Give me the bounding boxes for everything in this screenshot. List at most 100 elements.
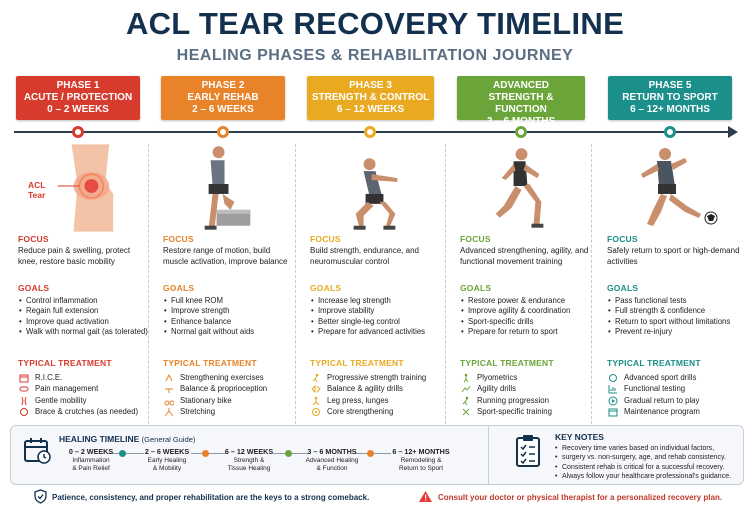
healing-step: 3 – 6 MONTHS Advanced Healing & Function xyxy=(298,447,366,474)
goal-item: Improve quad activation xyxy=(18,317,148,328)
goal-item: Restore power & endurance xyxy=(460,296,591,307)
treatment-heading: TYPICAL TREATMENT xyxy=(310,358,404,368)
treatment-item: Plyometrics xyxy=(460,372,591,383)
timeline-arrow-icon xyxy=(728,126,738,138)
phase-name: ADVANCED STRENGTH & FUNCTION xyxy=(488,80,554,115)
treatment-item: Running progression xyxy=(460,395,591,406)
goal-item: Walk with normal gait (as tolerated) xyxy=(18,327,148,338)
summary-panel: HEALING TIMELINE (General Guide) 0 – 2 W… xyxy=(10,425,744,485)
treatment-item: Balance & proprioception xyxy=(163,383,295,394)
goal-item: Enhance balance xyxy=(163,317,295,328)
focus-heading: FOCUS xyxy=(310,234,341,244)
acl-tear-label: ACL Tear xyxy=(28,180,46,200)
focus-text: Reduce pain & swelling, protect knee, re… xyxy=(18,246,131,266)
focus-heading: FOCUS xyxy=(163,234,194,244)
healing-step-range: 6 – 12+ MONTHS xyxy=(392,447,450,456)
focus-heading: FOCUS xyxy=(460,234,491,244)
chart-icon xyxy=(608,385,617,394)
goal-item: Return to sport without limitations xyxy=(607,317,743,328)
treatment-heading: TYPICAL TREATMENT xyxy=(163,358,257,368)
goals-heading: GOALS xyxy=(310,283,342,293)
healing-step: 2 – 6 WEEKS Early Healing & Mobility xyxy=(138,447,196,474)
treatment-item: Gentle mobility xyxy=(18,395,148,406)
timeline-dot xyxy=(364,126,376,138)
bike-icon xyxy=(164,400,174,406)
agility-icon xyxy=(461,386,471,393)
soccer-player-illustration xyxy=(641,148,718,226)
treatment-item: Agility drills xyxy=(460,383,591,394)
healing-step-range: 6 – 12 WEEKS xyxy=(224,447,274,456)
goals-heading: GOALS xyxy=(460,283,492,293)
healing-connector xyxy=(191,453,227,454)
agility-icon xyxy=(311,385,321,394)
stretch-icon xyxy=(164,408,174,417)
goal-item: Prevent re-injury xyxy=(607,327,743,338)
treatment-item: Brace & crutches (as needed) xyxy=(18,406,148,417)
warning-icon xyxy=(419,491,432,502)
healing-dot xyxy=(367,450,374,457)
goal-item: Sport-specific drills xyxy=(460,317,591,328)
healing-step: 6 – 12+ MONTHS Remodeling & Return to Sp… xyxy=(383,447,459,474)
healing-dot xyxy=(202,450,209,457)
phase-duration: 6 – 12+ MONTHS xyxy=(630,104,710,115)
calendar-icon xyxy=(608,408,618,417)
focus-text: Safely return to sport or high-demand ac… xyxy=(607,246,740,266)
healing-step-desc: Strength & xyxy=(233,457,265,465)
treatment-item: Advanced sport drills xyxy=(607,372,743,383)
key-note: Always follow your healthcare profession… xyxy=(555,472,731,482)
sport-drill-icon xyxy=(609,374,617,382)
calendar-icon xyxy=(24,438,51,464)
squat-exercise-illustration xyxy=(353,158,398,230)
treatment-heading: TYPICAL TREATMENT xyxy=(607,358,701,368)
healing-connector xyxy=(108,453,144,454)
pill-icon xyxy=(19,386,29,392)
phase-1-column: ACL Tear FOCUS Reduce pain & swelling, p… xyxy=(14,144,149,424)
healing-step-desc: Remodeling & xyxy=(400,457,442,465)
goals-heading: GOALS xyxy=(607,283,639,293)
running-illustration xyxy=(495,148,544,228)
healing-step-desc: & Mobility xyxy=(152,465,182,473)
key-note: Recovery time varies based on individual… xyxy=(555,444,731,454)
healing-step-desc: & Function xyxy=(316,465,348,473)
phase-name: STRENGTH & CONTROL xyxy=(311,92,430,103)
phase-4-header: PHASE 4 ADVANCED STRENGTH & FUNCTION 3 –… xyxy=(457,68,585,127)
treatment-item: Leg press, lunges xyxy=(310,395,445,406)
key-note: Consistent rehab is critical for a succe… xyxy=(555,463,731,473)
phase-label: PHASE 3 xyxy=(349,80,392,91)
page-title: ACL TEAR RECOVERY TIMELINE xyxy=(125,6,625,41)
healing-step-range: 0 – 2 WEEKS xyxy=(68,447,114,456)
timeline-dot xyxy=(72,126,84,138)
treatment-item: Pain management xyxy=(18,383,148,394)
phase-label: PHASE 5 xyxy=(648,80,692,91)
healing-timeline-heading: HEALING TIMELINE xyxy=(59,434,140,444)
phase-2-header: PHASE 2 EARLY REHAB 2 – 6 WEEKS xyxy=(161,76,285,120)
treatment-item: Maintenance program xyxy=(607,406,743,417)
phase-5-column: FOCUS Safely return to sport or high-dem… xyxy=(603,144,743,424)
goal-item: Pass functional tests xyxy=(607,296,743,307)
healing-step-range: 2 – 6 WEEKS xyxy=(144,447,190,456)
footer-warning: Consult your doctor or physical therapis… xyxy=(438,493,723,502)
clipboard-checklist-icon xyxy=(516,435,540,467)
strength-icon xyxy=(165,373,173,382)
goal-item: Improve stability xyxy=(310,306,445,317)
lunge-icon xyxy=(312,396,320,406)
balance-icon xyxy=(165,388,173,394)
healing-step: 6 – 12 WEEKS Strength & Tissue Healing xyxy=(218,447,280,474)
goal-item: Better single-leg control xyxy=(310,317,445,328)
treatment-item: R.I.C.E. xyxy=(18,372,148,383)
phase-duration: 6 – 12 WEEKS xyxy=(336,104,405,115)
knee-injury-illustration xyxy=(57,144,114,232)
treatment-item: Progressive strength training xyxy=(310,372,445,383)
treatment-item: Strengthening exercises xyxy=(163,372,295,383)
key-notes: KEY NOTES Recovery time varies based on … xyxy=(488,426,744,484)
healing-timeline-title: HEALING TIMELINE (General Guide) xyxy=(59,434,195,444)
healing-step-desc: Return to Sport xyxy=(398,465,444,473)
treatment-heading: TYPICAL TREATMENT xyxy=(460,358,554,368)
goals-heading: GOALS xyxy=(163,283,195,293)
healing-step-desc: Tissue Healing xyxy=(227,465,271,473)
treatment-item: Stationary bike xyxy=(163,395,295,406)
healing-timeline-qualifier: (General Guide) xyxy=(141,435,196,444)
phase-name: RETURN TO SPORT xyxy=(622,92,718,103)
phase-1-header: PHASE 1 ACUTE / PROTECTION 0 – 2 WEEKS xyxy=(16,76,140,120)
runner-icon xyxy=(462,396,469,406)
